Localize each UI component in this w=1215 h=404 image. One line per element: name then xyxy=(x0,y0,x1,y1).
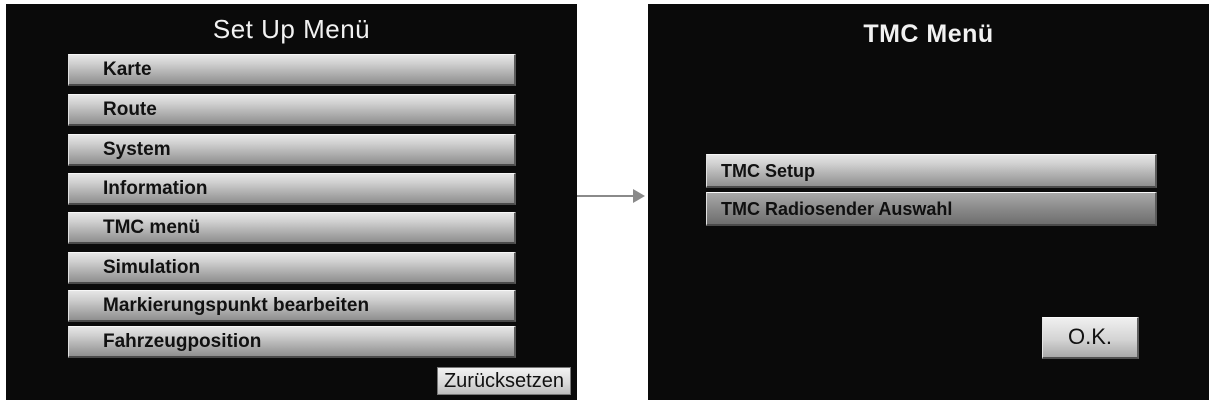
right-arrow-icon xyxy=(577,189,645,203)
menu-item-tmc-menu[interactable]: TMC menü xyxy=(68,212,516,244)
menu-item-information[interactable]: Information xyxy=(68,173,516,205)
menu-item-karte[interactable]: Karte xyxy=(68,54,516,86)
tmc-setup-button[interactable]: TMC Setup xyxy=(706,154,1157,188)
ok-button[interactable]: O.K. xyxy=(1042,317,1139,359)
reset-button[interactable]: Zurücksetzen xyxy=(436,367,571,395)
setup-menu-screen: Set Up Menü Karte Route System Informati… xyxy=(6,4,577,400)
menu-item-fahrzeugposition[interactable]: Fahrzeugposition xyxy=(68,326,516,358)
tmc-menu-title: TMC Menü xyxy=(863,20,994,48)
tmc-menu-screen: TMC Menü TMC Setup TMC Radiosender Auswa… xyxy=(648,4,1209,400)
menu-item-route[interactable]: Route xyxy=(68,94,516,126)
tmc-radiosender-auswahl-button[interactable]: TMC Radiosender Auswahl xyxy=(706,192,1157,226)
setup-menu-title: Set Up Menü xyxy=(212,14,371,44)
menu-item-system[interactable]: System xyxy=(68,134,516,166)
menu-item-markierungspunkt-bearbeiten[interactable]: Markierungspunkt bearbeiten xyxy=(68,290,516,322)
menu-item-simulation[interactable]: Simulation xyxy=(68,252,516,284)
